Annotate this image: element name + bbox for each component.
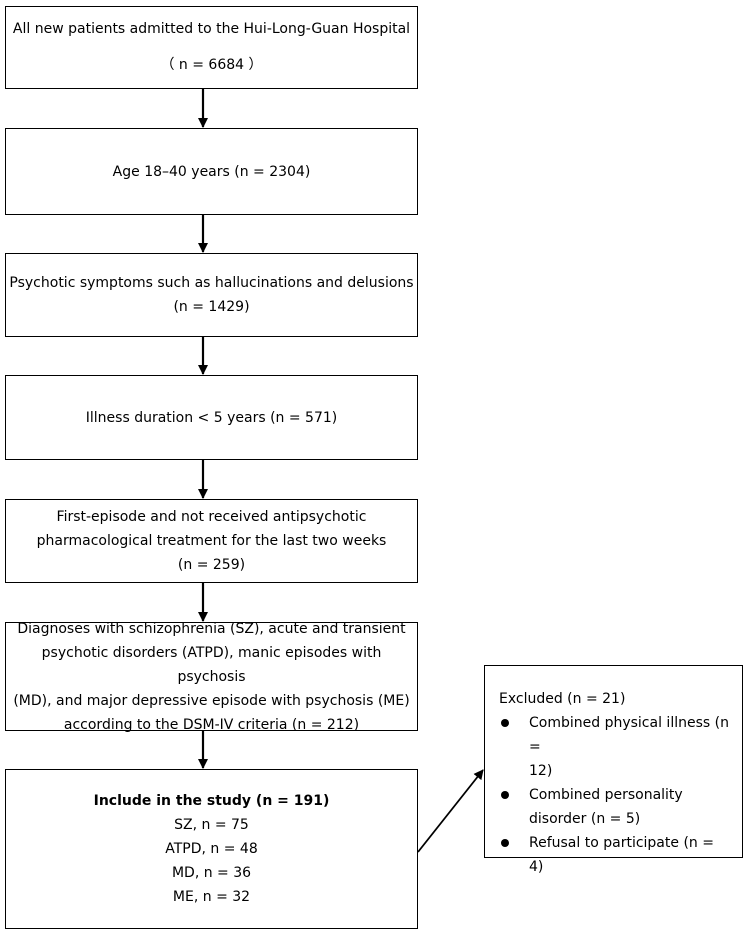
box-text-line: (MD), and major depressive episode with … xyxy=(13,692,410,709)
included-title: Include in the study (n = 191) xyxy=(93,793,330,809)
box-included-in-study: Include in the study (n = 191) SZ, n = 7… xyxy=(5,769,418,929)
box-diagnoses: Diagnoses with schizophrenia (SZ), acute… xyxy=(5,621,418,733)
included-atpd: ATPD, n = 48 xyxy=(165,841,258,857)
box-psychotic-symptoms: Psychotic symptoms such as hallucination… xyxy=(5,253,418,337)
box-text-line: psychotic disorders (ATPD), manic episod… xyxy=(41,644,382,685)
box-text-line: Diagnoses with schizophrenia (SZ), acute… xyxy=(17,620,406,637)
box-all-new-patients: All new patients admitted to the Hui-Lon… xyxy=(5,6,418,89)
excluded-item-text: Refusal to participate (n = 4) xyxy=(529,835,714,875)
box-text-line: Illness duration < 5 years (n = 571) xyxy=(85,409,338,426)
excluded-item: Combined personality disorder (n = 5) xyxy=(499,783,732,831)
included-sz: SZ, n = 75 xyxy=(174,817,249,833)
box-text-line: Age 18–40 years (n = 2304) xyxy=(112,163,311,180)
box-text-line: pharmacological treatment for the last t… xyxy=(36,533,387,549)
bullet-icon xyxy=(501,791,509,799)
box-count: (n = 1429) xyxy=(173,299,250,315)
excluded-item: Combined physical illness (n = 12) xyxy=(499,711,732,783)
excluded-title: Excluded (n = 21) xyxy=(499,691,626,707)
excluded-item-text: Combined physical illness (n = xyxy=(529,715,729,755)
excluded-item-text: disorder (n = 5) xyxy=(529,811,641,827)
box-illness-duration: Illness duration < 5 years (n = 571) xyxy=(5,375,418,460)
excluded-item-text: 12) xyxy=(529,763,553,779)
arrow-excluded-icon xyxy=(417,769,484,853)
box-text-line: according to the DSM-IV criteria (n = 21… xyxy=(63,716,360,733)
box-first-episode: First-episode and not received antipsych… xyxy=(5,499,418,583)
box-text-line: All new patients admitted to the Hui-Lon… xyxy=(12,20,411,37)
box-count: （ n = 6684 ） xyxy=(160,56,263,73)
excluded-item: Refusal to participate (n = 4) xyxy=(499,831,732,879)
box-age-criteria: Age 18–40 years (n = 2304) xyxy=(5,128,418,215)
bullet-icon xyxy=(501,719,509,727)
excluded-list: Combined physical illness (n = 12) Combi… xyxy=(499,711,732,879)
included-me: ME, n = 32 xyxy=(172,889,251,905)
excluded-item-text: Combined personality xyxy=(529,787,683,803)
box-text-line: Psychotic symptoms such as hallucination… xyxy=(9,275,414,291)
included-md: MD, n = 36 xyxy=(171,865,252,881)
box-excluded: Excluded (n = 21) Combined physical illn… xyxy=(484,665,743,875)
bullet-icon xyxy=(501,839,509,847)
box-count: (n = 259) xyxy=(177,557,246,573)
box-text-line: First-episode and not received antipsych… xyxy=(56,509,367,525)
